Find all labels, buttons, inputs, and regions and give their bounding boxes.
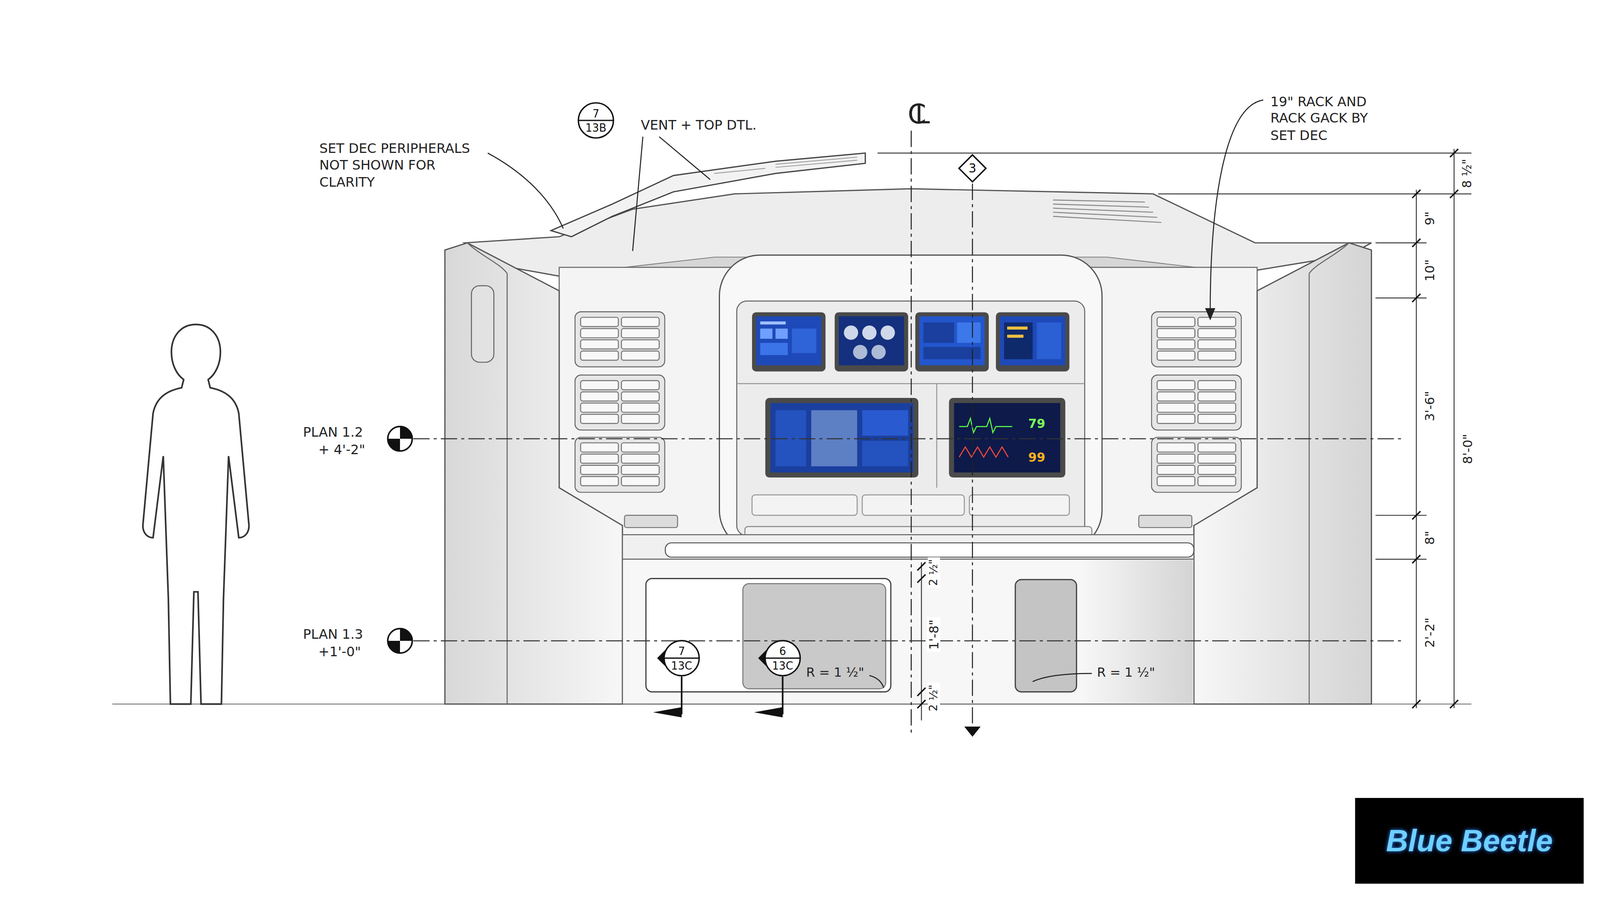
- dimension: 8": [1422, 528, 1437, 547]
- centerline-symbol: CL: [907, 97, 919, 131]
- callout-number: 3: [968, 162, 977, 175]
- dimension: 8 ½": [1460, 156, 1474, 190]
- plan-elevation: +1'-0": [318, 643, 361, 661]
- logo-watermark: Blue Beetle: [1385, 821, 1553, 860]
- radius-note: R = 1 ½": [1097, 664, 1155, 680]
- dimension: 2 ½": [927, 682, 940, 714]
- sheet-number: 13B: [585, 122, 607, 133]
- callout-number: 7: [678, 645, 685, 657]
- plan-elevation: + 4'-2": [318, 441, 365, 459]
- plan-label: PLAN 1.2: [302, 424, 363, 442]
- dimension: 2'-2": [1422, 615, 1437, 650]
- screen-readout: 79: [1028, 416, 1046, 433]
- radius-note: R = 1 ½": [806, 664, 865, 680]
- detail-note: VENT + TOP DTL.: [640, 117, 757, 135]
- screen-readout: 99: [1028, 450, 1046, 466]
- section-marker: 3: [958, 154, 988, 183]
- note: 19" RACK AND RACK GACK BY SET DEC: [1270, 93, 1393, 144]
- dimension: 9": [1422, 209, 1437, 228]
- section-callout: 613C: [764, 640, 801, 677]
- circle-outline: [577, 102, 615, 139]
- circle-outline: [663, 640, 700, 677]
- dimension: 10": [1422, 257, 1437, 284]
- dimension: 3'-6": [1422, 389, 1437, 424]
- detail-callout: 713B: [577, 102, 615, 139]
- callout-number: 6: [779, 645, 786, 657]
- section-callout: 713C: [663, 640, 700, 677]
- note: SET DEC PERIPHERALS NOT SHOWN FOR CLARIT…: [319, 140, 478, 191]
- dimension: 1'-8": [927, 617, 941, 652]
- plan-label: PLAN 1.3: [302, 626, 363, 644]
- sheet-number: 13C: [772, 659, 794, 671]
- dimension: 2 ½": [927, 557, 940, 588]
- callout-number: 7: [592, 108, 600, 120]
- circle-outline: [764, 640, 801, 677]
- sheet-number: 13C: [671, 659, 693, 671]
- dimension: 8'-0": [1460, 431, 1475, 466]
